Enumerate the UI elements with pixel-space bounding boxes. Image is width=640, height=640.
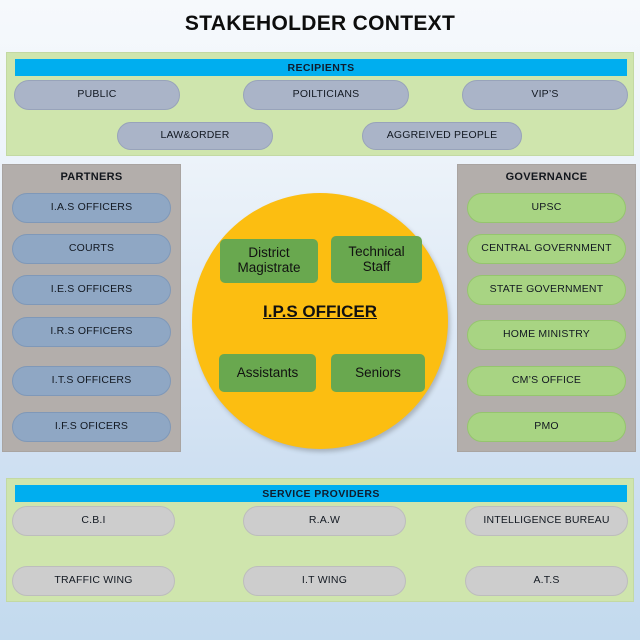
service-provider-pill-raw[interactable]: R.A.W bbox=[243, 506, 406, 536]
partners-header: PARTNERS bbox=[60, 171, 123, 183]
partner-pill-ias-officers[interactable]: I.A.S OFFICERS bbox=[12, 193, 171, 223]
service-provider-pill-it-wing[interactable]: I.T WING bbox=[243, 566, 406, 596]
service-provider-pill-traffic-wing[interactable]: TRAFFIC WING bbox=[12, 566, 175, 596]
partner-pill-ies-officers[interactable]: I.E.S OFFICERS bbox=[12, 275, 171, 305]
governance-header: GOVERNANCE bbox=[505, 171, 588, 183]
partner-pill-its-officers[interactable]: I.T.S OFFICERS bbox=[12, 366, 171, 396]
partner-pill-courts[interactable]: COURTS bbox=[12, 234, 171, 264]
recipients-header: RECIPIENTS bbox=[15, 59, 627, 76]
recipient-pill-public[interactable]: PUBLIC bbox=[14, 80, 180, 110]
recipient-pill-politicians[interactable]: POILTICIANS bbox=[243, 80, 409, 110]
service-provider-pill-cbi[interactable]: C.B.I bbox=[12, 506, 175, 536]
partner-pill-ifs-officers[interactable]: I.F.S OFICERS bbox=[12, 412, 171, 442]
recipient-pill-aggrieved-people[interactable]: AGGREIVED PEOPLE bbox=[362, 122, 522, 150]
core-box-district-magistrate[interactable]: District Magistrate bbox=[220, 239, 318, 283]
governance-pill-upsc[interactable]: UPSC bbox=[467, 193, 626, 223]
governance-pill-state-government[interactable]: STATE GOVERNMENT bbox=[467, 275, 626, 305]
service-provider-pill-ats[interactable]: A.T.S bbox=[465, 566, 628, 596]
governance-pill-central-government[interactable]: CENTRAL GOVERNMENT bbox=[467, 234, 626, 264]
core-label-ips-officer: I.P.S OFFICER bbox=[263, 302, 377, 321]
partner-pill-irs-officers[interactable]: I.R.S OFFICERS bbox=[12, 317, 171, 347]
service-provider-pill-intelligence-bureau[interactable]: INTELLIGENCE BUREAU bbox=[465, 506, 628, 536]
service-providers-header: SERVICE PROVIDERS bbox=[15, 485, 627, 502]
core-box-seniors[interactable]: Seniors bbox=[331, 354, 425, 392]
governance-pill-cms-office[interactable]: CM’S OFFICE bbox=[467, 366, 626, 396]
core-circle bbox=[192, 193, 448, 449]
page-title: STAKEHOLDER CONTEXT bbox=[184, 12, 456, 35]
governance-pill-pmo[interactable]: PMO bbox=[467, 412, 626, 442]
recipient-pill-vips[interactable]: VIP’S bbox=[462, 80, 628, 110]
core-box-technical-staff[interactable]: Technical Staff bbox=[331, 236, 422, 283]
governance-pill-home-ministry[interactable]: HOME MINISTRY bbox=[467, 320, 626, 350]
recipient-pill-law-and-order[interactable]: LAW&ORDER bbox=[117, 122, 273, 150]
core-box-assistants[interactable]: Assistants bbox=[219, 354, 316, 392]
